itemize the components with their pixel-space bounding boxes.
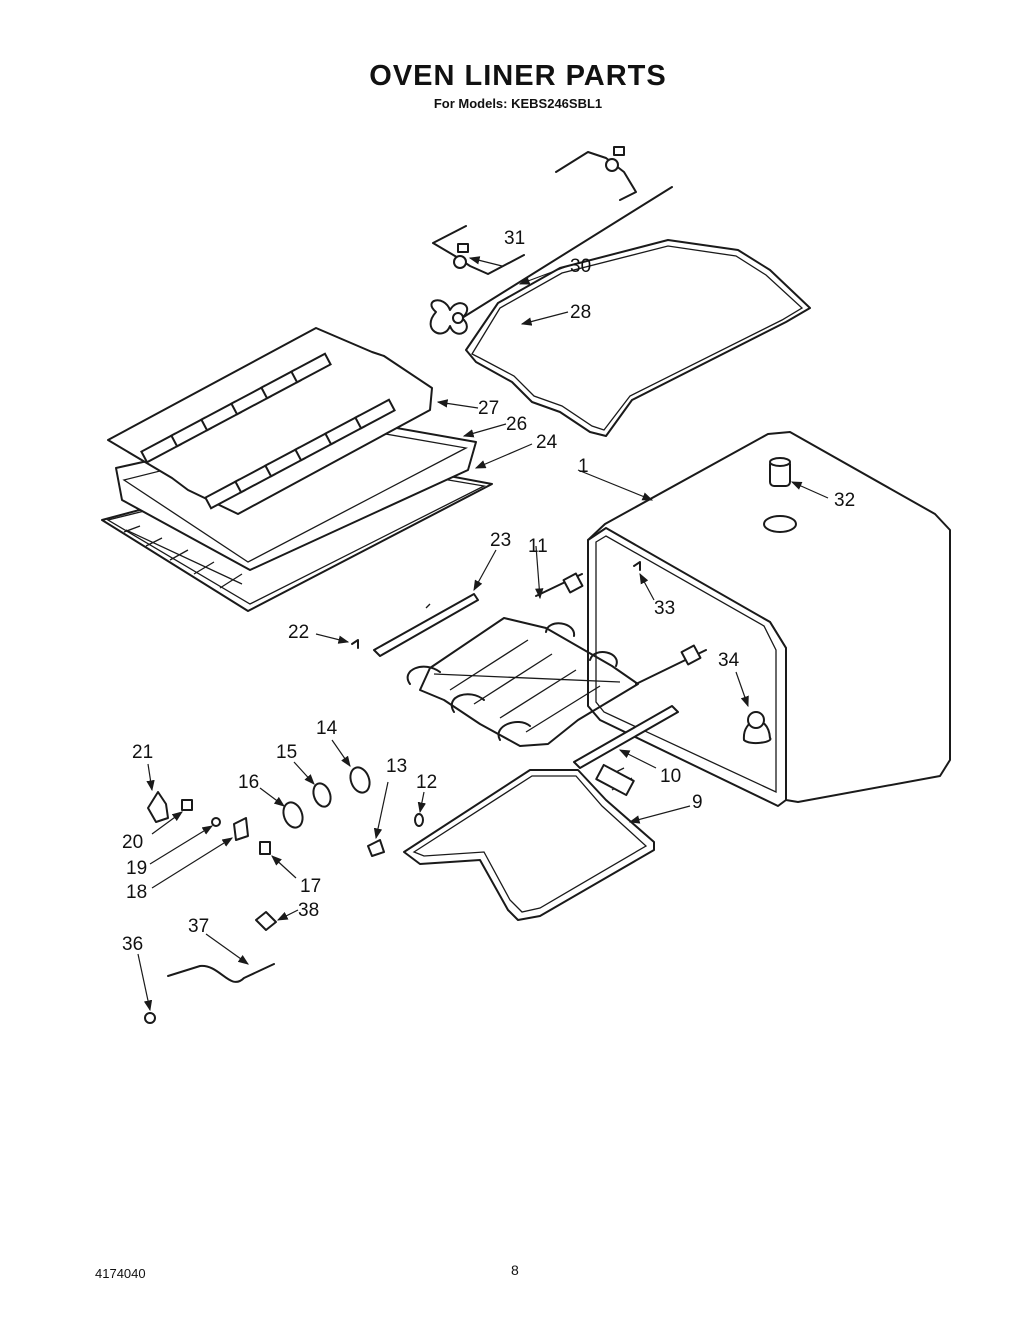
callout-32: 32	[834, 490, 855, 511]
callout-20: 20	[122, 832, 143, 853]
screw-part-13	[367, 839, 385, 857]
clip-part-22	[351, 639, 359, 649]
oven-liner-part-1	[587, 431, 951, 807]
clip-part-38	[255, 911, 277, 931]
callout-30: 30	[570, 256, 591, 277]
callout-13: 13	[386, 756, 407, 777]
callout-9: 9	[692, 792, 703, 813]
sensor-part-37	[167, 963, 275, 983]
callout-24: 24	[536, 432, 558, 453]
callout-17: 17	[300, 876, 321, 897]
element-support-part-23	[373, 593, 479, 657]
callout-22: 22	[288, 622, 309, 643]
washer-part-19	[211, 817, 221, 827]
callout-14: 14	[316, 718, 338, 739]
callout-34: 34	[718, 650, 740, 671]
small-parts-group	[144, 766, 424, 1024]
screw-part-21	[147, 791, 169, 823]
broil-pan-insert-part-27	[107, 327, 433, 515]
callout-15: 15	[276, 742, 297, 763]
page-title: OVEN LINER PARTS	[369, 60, 667, 92]
callout-18: 18	[126, 882, 147, 903]
callout-21: 21	[132, 742, 153, 763]
callout-1: 1	[578, 456, 589, 477]
callout-28: 28	[570, 302, 591, 323]
gasket-part-14	[349, 766, 371, 794]
callout-38: 38	[298, 900, 319, 921]
callout-10: 10	[660, 766, 681, 787]
bracket-part-18	[233, 817, 249, 841]
callout-16: 16	[238, 772, 259, 793]
grommet-part-36	[144, 1012, 156, 1024]
callout-33: 33	[654, 598, 675, 619]
callout-31: 31	[504, 228, 525, 249]
nut-part-17	[259, 841, 271, 855]
element-bracket-part-31	[432, 225, 525, 275]
gasket-part-16	[282, 801, 304, 829]
leader-lines	[137, 256, 829, 1012]
callout-11: 11	[528, 536, 548, 557]
callout-23: 23	[490, 530, 511, 551]
broil-element-part-28	[465, 239, 811, 437]
top-bracket-part	[555, 146, 637, 201]
bake-element-part-11	[406, 572, 707, 747]
page-number: 8	[511, 1262, 519, 1278]
callout-37: 37	[188, 916, 209, 937]
callout-26: 26	[506, 414, 527, 435]
nut-part-20	[181, 799, 193, 811]
callout-36: 36	[122, 934, 143, 955]
callout-27: 27	[478, 398, 499, 419]
gasket-part-15	[312, 782, 332, 808]
broil-element-rod-part-30	[429, 186, 673, 335]
callout-19: 19	[126, 858, 147, 879]
callout-12: 12	[416, 772, 437, 793]
document-number: 4174040	[95, 1266, 146, 1281]
clip-part-12	[414, 813, 424, 827]
bake-element-part-9	[403, 763, 655, 921]
callout-labels: 1 9 10 11 12 13 14 15 16 17 18 19 20 21 …	[122, 228, 855, 955]
model-subtitle: For Models: KEBS246SBL1	[433, 96, 603, 111]
